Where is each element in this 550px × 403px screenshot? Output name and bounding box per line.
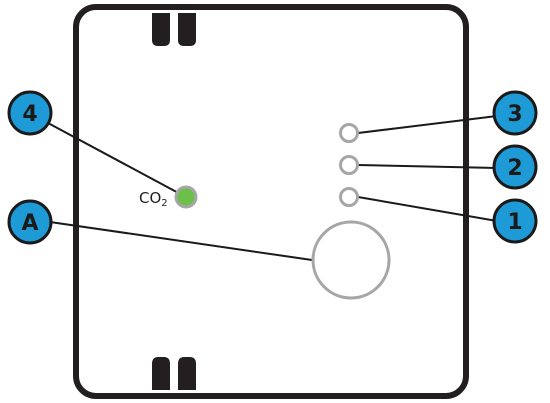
co2-label-subscript: 2	[161, 198, 167, 209]
callout-A-circle	[7, 199, 53, 245]
led-2	[339, 155, 359, 175]
bottom-mounting-tabs	[152, 357, 196, 390]
led-1	[339, 187, 359, 207]
top-tab-left	[152, 13, 170, 46]
top-tab-right	[178, 13, 196, 46]
leader-line-1	[357, 196, 498, 222]
device-outline	[73, 4, 469, 399]
bottom-tab-left	[152, 357, 170, 390]
bottom-tab-right	[178, 357, 196, 390]
callout-1-circle	[492, 198, 538, 244]
callout-4-circle	[7, 90, 53, 136]
co2-led	[174, 185, 198, 209]
main-button	[311, 220, 391, 300]
callout-3-label: 3	[507, 102, 522, 127]
leader-line-2	[357, 164, 498, 169]
callout-1: 1	[492, 198, 538, 244]
status-leds	[339, 123, 359, 207]
callout-2: 2	[492, 144, 538, 190]
callout-A: A	[7, 199, 53, 245]
co2-label-main: CO	[139, 189, 161, 207]
leader-line-4	[47, 122, 185, 197]
leader-lines	[47, 115, 498, 261]
callout-3-circle	[492, 90, 538, 136]
top-mounting-tabs	[152, 13, 196, 46]
callout-2-label: 2	[507, 156, 522, 181]
led-3	[339, 123, 359, 143]
callout-3: 3	[492, 90, 538, 136]
callout-2-circle	[492, 144, 538, 190]
callout-A-label: A	[21, 211, 38, 236]
callout-4: 4	[7, 90, 53, 136]
leader-line-3	[357, 115, 498, 134]
co2-label: CO2	[139, 189, 168, 209]
callout-1-label: 1	[507, 210, 522, 235]
leader-line-A	[49, 221, 313, 261]
callout-4-label: 4	[22, 102, 37, 127]
